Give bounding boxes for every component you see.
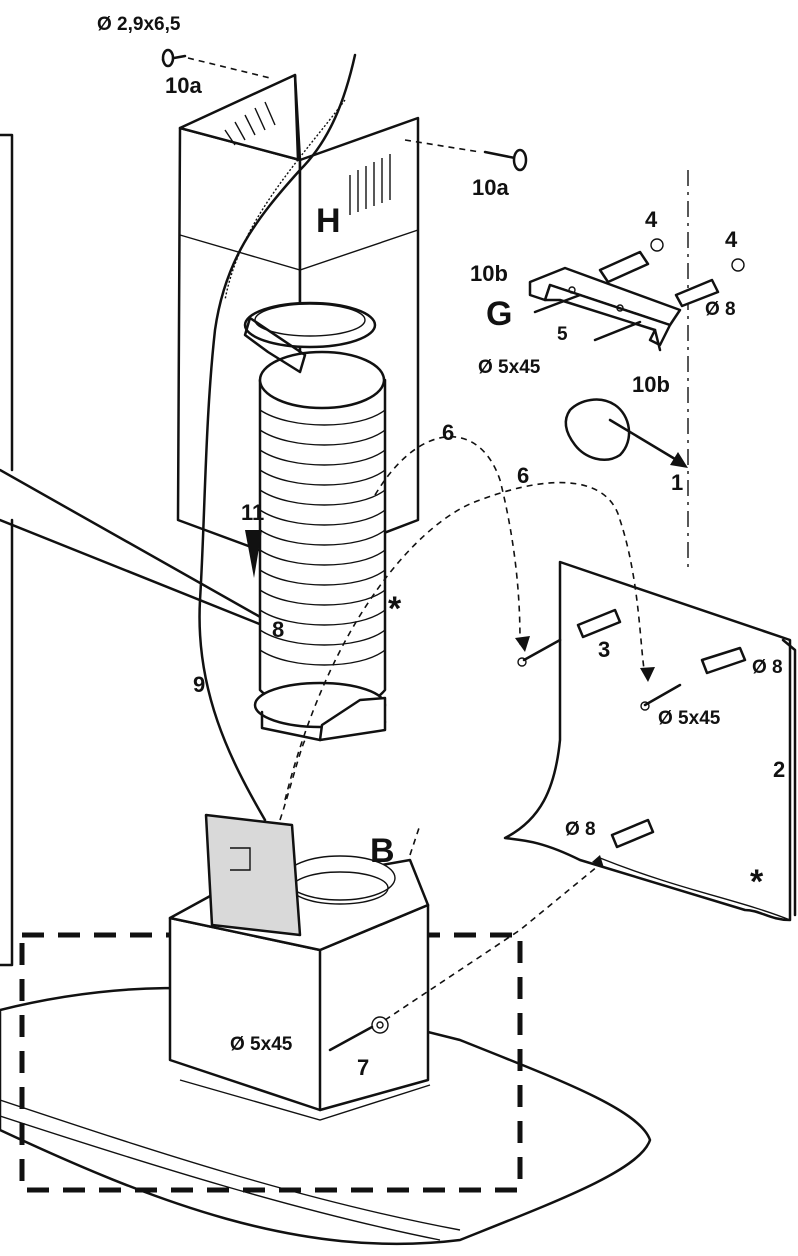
label-H: H: [316, 202, 341, 240]
label-diam-8-wall-lower: Ø 8: [565, 819, 596, 840]
power-cable: [198, 53, 357, 822]
label-9: 9: [193, 672, 205, 697]
label-screw-small-size: Ø 2,9x6,5: [97, 14, 181, 35]
dashed-flight-paths: [279, 435, 655, 1021]
label-diam-8-wall-upper: Ø 8: [752, 657, 783, 678]
label-B: B: [370, 832, 395, 870]
flexible-duct: [243, 301, 387, 742]
motor-base-box: [168, 813, 431, 1121]
label-8: 8: [272, 617, 284, 642]
label-6-left: 6: [442, 420, 454, 445]
label-10b-bottom: 10b: [632, 372, 670, 397]
screws-10a: [161, 48, 528, 172]
label-asterisk-wall: *: [750, 863, 764, 901]
label-diam-8-bracket: Ø 8: [705, 299, 736, 320]
label-10a-right: 10a: [472, 175, 509, 200]
hand-pencil-icon: [564, 398, 688, 468]
label-4-right: 4: [725, 227, 738, 252]
arrow-11: [245, 530, 262, 578]
label-5: 5: [557, 324, 568, 345]
label-4-left: 4: [645, 207, 658, 232]
label-1: 1: [671, 470, 683, 495]
label-2: 2: [773, 757, 785, 782]
wall-bracket-G: [528, 266, 682, 352]
label-3: 3: [598, 637, 610, 662]
label-7: 7: [357, 1055, 369, 1080]
label-screw-5x45-bracket: Ø 5x45: [478, 357, 541, 378]
wall-plugs-bracket: [598, 238, 745, 308]
wall-panel: [503, 560, 797, 922]
dashed-reference-box: [19, 932, 523, 1193]
label-6-right: 6: [517, 463, 529, 488]
label-screw-5x45-base: Ø 5x45: [230, 1034, 293, 1055]
text-labels: Ø 2,9x6,5 10a 10a H 4 4 10b G 5 Ø 8 Ø 5x…: [97, 14, 785, 1080]
label-11: 11: [241, 500, 264, 525]
label-G: G: [486, 295, 512, 333]
label-10a-left: 10a: [165, 73, 202, 98]
label-asterisk-duct: *: [388, 590, 402, 628]
label-screw-5x45-wall: Ø 5x45: [658, 708, 721, 729]
left-callout-frame: [0, 133, 264, 967]
label-10b-top: 10b: [470, 261, 508, 286]
